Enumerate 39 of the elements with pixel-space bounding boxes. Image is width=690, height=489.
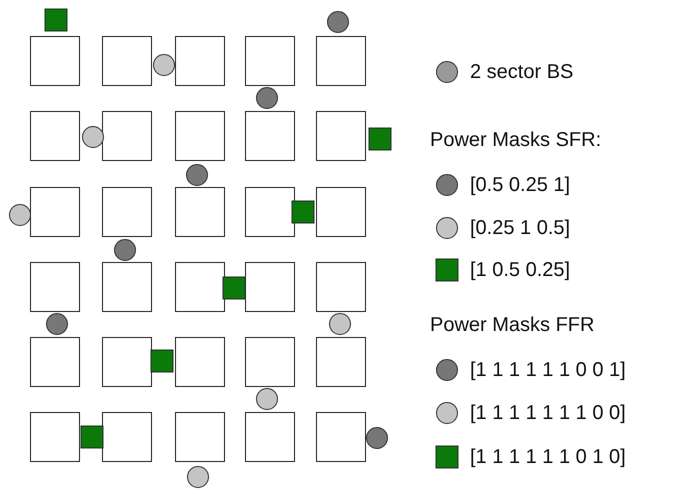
grid-square — [102, 337, 152, 387]
legend-heading: Power Masks FFR — [430, 313, 594, 337]
grid-square — [30, 262, 80, 312]
legend-label: [1 1 1 1 1 1 0 0 1] — [470, 358, 626, 382]
grid-square — [316, 412, 366, 462]
legend-label: [1 1 1 1 1 1 1 0 0] — [470, 401, 626, 425]
grid-square — [102, 111, 152, 161]
grid-square — [175, 187, 225, 237]
grid-square — [102, 36, 152, 86]
grid-square — [175, 412, 225, 462]
legend-label: [1 1 1 1 1 1 0 1 0] — [470, 445, 626, 469]
grid-square — [245, 262, 295, 312]
grid-square — [175, 262, 225, 312]
grid-square — [245, 111, 295, 161]
grid-square — [245, 36, 295, 86]
grid-square — [30, 412, 80, 462]
grid-square — [30, 36, 80, 86]
grid-square — [316, 36, 366, 86]
grid-square — [175, 111, 225, 161]
grid-square — [102, 187, 152, 237]
grid-square — [102, 412, 152, 462]
grid-square — [102, 262, 152, 312]
grid-square — [245, 412, 295, 462]
grid-square — [30, 111, 80, 161]
grid-square — [175, 337, 225, 387]
legend-heading: Power Masks SFR: — [430, 128, 602, 152]
grid-square — [245, 187, 295, 237]
legend-label: 2 sector BS — [470, 60, 574, 84]
legend-label: [1 0.5 0.25] — [470, 258, 570, 282]
grid-square — [316, 337, 366, 387]
grid-square — [245, 337, 295, 387]
grid-square — [30, 187, 80, 237]
grid-square — [316, 262, 366, 312]
grid-square — [316, 187, 366, 237]
grid-square — [175, 36, 225, 86]
grid-square — [30, 337, 80, 387]
legend-label: [0.25 1 0.5] — [470, 216, 570, 240]
grid-square — [316, 111, 366, 161]
legend-label: [0.5 0.25 1] — [470, 173, 570, 197]
